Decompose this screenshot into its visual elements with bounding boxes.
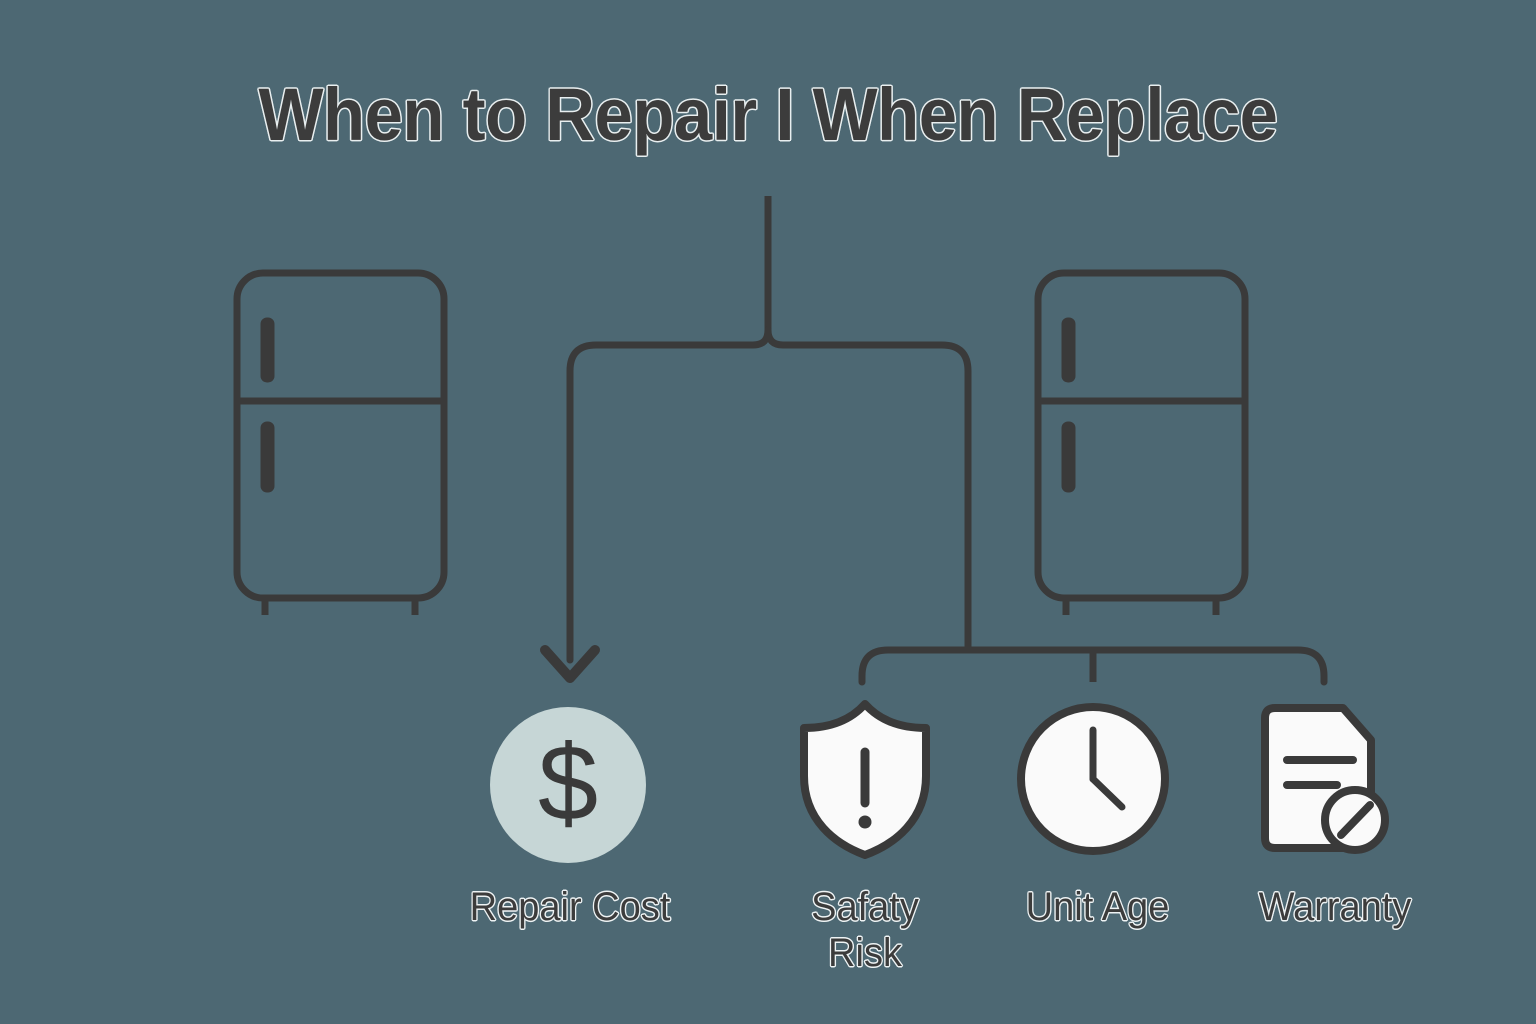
fridge-handle — [1061, 421, 1076, 493]
exclamation-dot — [858, 815, 872, 829]
refrigerator-left — [225, 265, 460, 620]
dollar-circle-icon: $ — [488, 705, 648, 865]
node-label-safety-risk: Safaty Risk — [811, 885, 919, 975]
node-label-unit-age: Unit Age — [1025, 885, 1170, 929]
freezer-handle — [1061, 317, 1076, 383]
fridge-handle — [260, 421, 275, 493]
freezer-handle — [260, 317, 275, 383]
shield-alert-icon — [795, 698, 935, 860]
clock-hour-hand — [1089, 775, 1126, 811]
refrigerator-right — [1026, 265, 1261, 620]
page-title: When to Repair I When Replace — [258, 73, 1278, 156]
connector-left-branch — [566, 326, 772, 664]
clock-icon — [1014, 700, 1172, 858]
dollar-glyph: $ — [538, 722, 598, 843]
node-label-warranty: Warranty — [1258, 885, 1412, 929]
refrigerator-body — [1034, 269, 1249, 602]
refrigerator-body — [233, 269, 448, 602]
node-label-repair-cost: Repair Cost — [469, 885, 671, 929]
connector-right-branch — [764, 326, 972, 654]
arrow-head-down — [540, 645, 600, 683]
cost-circle-background — [490, 707, 646, 863]
document-check-icon — [1251, 700, 1391, 860]
document-badge-slash — [1337, 801, 1374, 839]
